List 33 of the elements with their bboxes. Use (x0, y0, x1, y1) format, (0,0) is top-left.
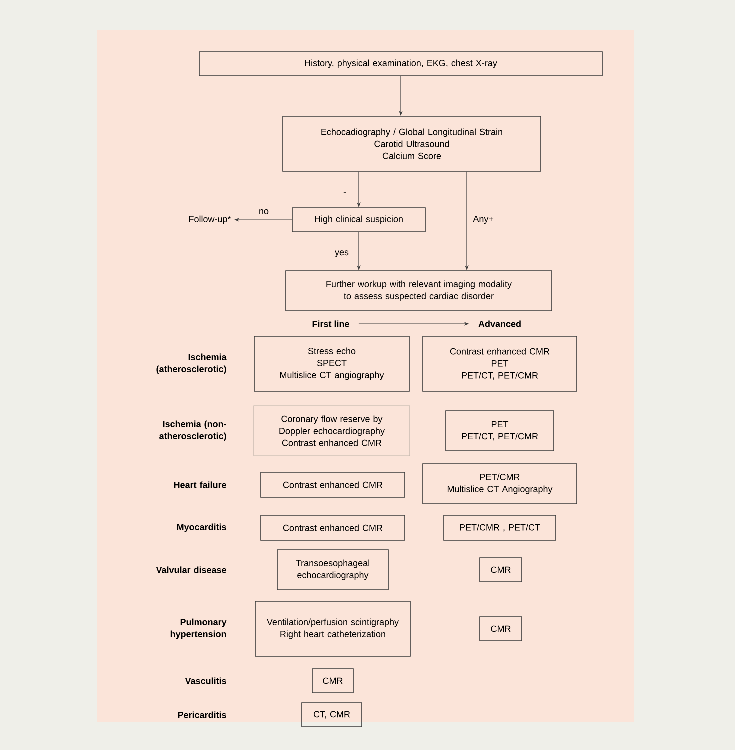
row-label: Valvular disease (156, 566, 226, 574)
process-box: Ventilation/perfusion scintigraphy Right heart catheterization (255, 601, 411, 657)
edge-label: - (342, 192, 348, 196)
process-box: Coronary flow reserve by Doppler echocardiography Contrast enhanced CMR (254, 406, 410, 456)
process-box: CT, CMR (302, 702, 362, 728)
row-label: Vasculitis (185, 678, 226, 684)
process-box: Stress echo SPECT Multislice CT angiography (254, 336, 410, 392)
edge-label: no (258, 208, 270, 216)
row-label: Myocarditis (177, 524, 226, 532)
process-box: High clinical suspicion (292, 208, 426, 232)
process-box: Contrast enhanced CMR (260, 515, 406, 541)
process-box: History, physical examination, EKG, chest X-ray (199, 52, 603, 76)
process-box: Contrast enhanced CMR (260, 472, 406, 498)
process-box: PET PET/CT, PET/CMR (446, 410, 554, 452)
row-label: Pulmonary hypertension (170, 618, 227, 640)
process-box: CMR (480, 616, 522, 642)
column-heading: Advanced (478, 320, 521, 328)
edge-label: yes (334, 250, 350, 258)
process-box: Contrast enhanced CMR PET PET/CT, PET/CMR (422, 336, 578, 392)
outcome-text: Follow-up* (189, 216, 232, 224)
process-box: Further workup with relevant imaging modality to assess suspected cardiac disorder (286, 270, 552, 312)
column-heading: First line (312, 320, 350, 328)
process-box: Transoesophageal echocardiography (277, 550, 389, 590)
edge-label: Any+ (472, 214, 495, 226)
row-label: Ischemia (atherosclerotic) (156, 354, 227, 374)
process-box: CMR (312, 668, 354, 694)
row-label: Ischemia (non-atherosclerotic) (160, 420, 226, 442)
process-box: PET/CMR Multislice CT Angiography (422, 464, 578, 504)
process-box: CMR (480, 558, 522, 582)
process-box: Echocadiography / Global Longitudinal Strain Carotid Ultrasound Calcium Score (282, 116, 542, 172)
row-label: Heart failure (174, 482, 226, 488)
process-box: PET/CMR , PET/CT (444, 515, 556, 541)
row-label: Pericarditis (178, 712, 226, 718)
